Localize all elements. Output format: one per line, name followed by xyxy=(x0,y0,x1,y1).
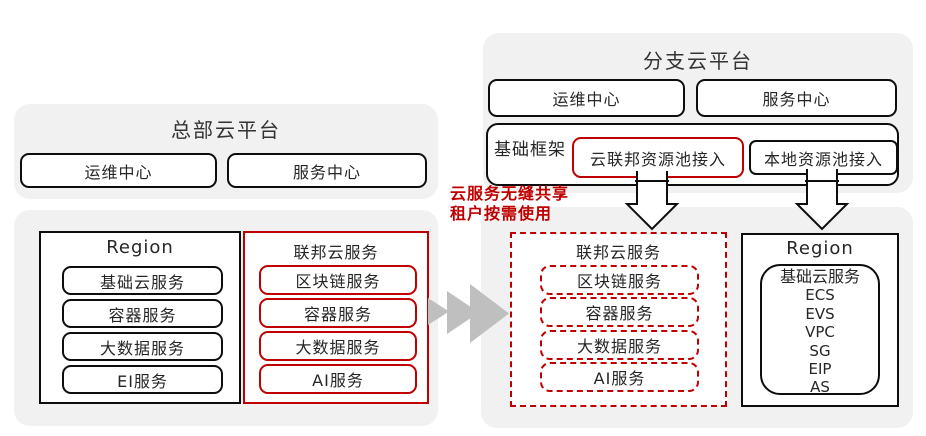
branch-federation-service-item: AI服务 xyxy=(540,362,699,392)
hq-federation-service-label: AI服务 xyxy=(312,371,364,390)
hq-services-panel: Region 基础云服务 容器服务 大数据服务 EI服务 联邦云服务 区块链服务… xyxy=(14,210,438,426)
branch-service-center-box: 服务中心 xyxy=(696,79,897,117)
hq-region-title: Region xyxy=(106,237,174,258)
hq-region-box: Region 基础云服务 容器服务 大数据服务 EI服务 xyxy=(39,231,241,404)
annotation-line2: 租户按需使用 xyxy=(450,204,553,223)
hq-platform-panel: 总部云平台 运维中心 服务中心 xyxy=(14,104,438,199)
branch-federation-service-item: 区块链服务 xyxy=(540,265,699,295)
federated-pool-access-box: 云联邦资源池接入 xyxy=(572,137,744,178)
local-pool-access-label: 本地资源池接入 xyxy=(763,149,883,169)
hq-service-center-label: 服务中心 xyxy=(292,162,361,182)
branch-federation-service-label: 区块链服务 xyxy=(576,272,662,291)
branch-region-line: 基础云服务 xyxy=(779,267,860,286)
branch-service-center-label: 服务中心 xyxy=(762,90,831,109)
branch-region-line: EIP xyxy=(808,360,832,379)
hq-ops-center-box: 运维中心 xyxy=(20,153,217,188)
branch-federation-dashed-box: 联邦云服务 区块链服务 容器服务 大数据服务 AI服务 xyxy=(510,232,727,407)
branch-services-panel: 联邦云服务 区块链服务 容器服务 大数据服务 AI服务 Region 基础云服务… xyxy=(481,207,913,428)
branch-region-services-group: 基础云服务 ECS EVS VPC SG EIP AS xyxy=(760,264,880,397)
hq-federation-service-item: 容器服务 xyxy=(259,298,417,328)
branch-platform-panel: 分支云平台 运维中心 服务中心 基础框架 云联邦资源池接入 本地资源池接入 xyxy=(483,33,913,193)
hq-ops-center-label: 运维中心 xyxy=(84,162,153,182)
hq-federation-service-label: 区块链服务 xyxy=(295,272,381,291)
hq-federation-service-label: 容器服务 xyxy=(303,305,372,324)
annotation-text: 云服务无缝共享 租户按需使用 xyxy=(450,184,569,224)
branch-federation-service-label: AI服务 xyxy=(593,369,646,388)
branch-region-box: Region 基础云服务 ECS EVS VPC SG EIP AS xyxy=(741,233,899,407)
hq-region-service-item: 容器服务 xyxy=(62,299,223,328)
branch-region-line: EVS xyxy=(805,304,835,323)
branch-region-line: VPC xyxy=(805,323,835,342)
branch-region-title: Region xyxy=(786,238,854,259)
branch-region-line: ECS xyxy=(805,286,835,305)
hq-region-service-label: 基础云服务 xyxy=(99,272,185,292)
local-pool-access-box: 本地资源池接入 xyxy=(749,140,898,175)
hq-region-service-item: 基础云服务 xyxy=(62,266,223,295)
branch-federation-service-label: 大数据服务 xyxy=(576,337,662,356)
hq-region-service-item: 大数据服务 xyxy=(62,332,223,361)
hq-federation-service-item: 区块链服务 xyxy=(259,265,417,295)
hq-federation-service-item: AI服务 xyxy=(259,364,417,394)
hq-federation-box: 联邦云服务 区块链服务 容器服务 大数据服务 AI服务 xyxy=(243,231,429,404)
branch-ops-center-box: 运维中心 xyxy=(488,79,685,117)
branch-region-line: AS xyxy=(810,378,830,397)
hq-federation-service-label: 大数据服务 xyxy=(295,338,381,357)
branch-federation-title: 联邦云服务 xyxy=(575,243,661,262)
branch-platform-title: 分支云平台 xyxy=(643,49,753,73)
hq-region-service-item: EI服务 xyxy=(62,365,223,394)
branch-federation-service-label: 容器服务 xyxy=(585,304,654,323)
hq-region-service-label: 容器服务 xyxy=(108,305,177,325)
annotation-line1: 云服务无缝共享 xyxy=(450,184,570,203)
federated-pool-access-label: 云联邦资源池接入 xyxy=(589,149,726,169)
branch-region-line: SG xyxy=(809,341,831,360)
hq-platform-title: 总部云平台 xyxy=(171,118,281,142)
hq-region-service-label: 大数据服务 xyxy=(99,338,185,358)
hq-service-center-box: 服务中心 xyxy=(227,153,427,188)
branch-federation-service-item: 大数据服务 xyxy=(540,330,699,360)
framework-box: 基础框架 云联邦资源池接入 本地资源池接入 xyxy=(486,123,899,186)
branch-federation-service-item: 容器服务 xyxy=(540,297,699,327)
framework-label: 基础框架 xyxy=(494,140,566,160)
hq-federation-title: 联邦云服务 xyxy=(293,243,379,262)
hq-federation-service-item: 大数据服务 xyxy=(259,331,417,361)
hq-region-service-label: EI服务 xyxy=(117,371,168,391)
branch-ops-center-label: 运维中心 xyxy=(552,90,621,109)
